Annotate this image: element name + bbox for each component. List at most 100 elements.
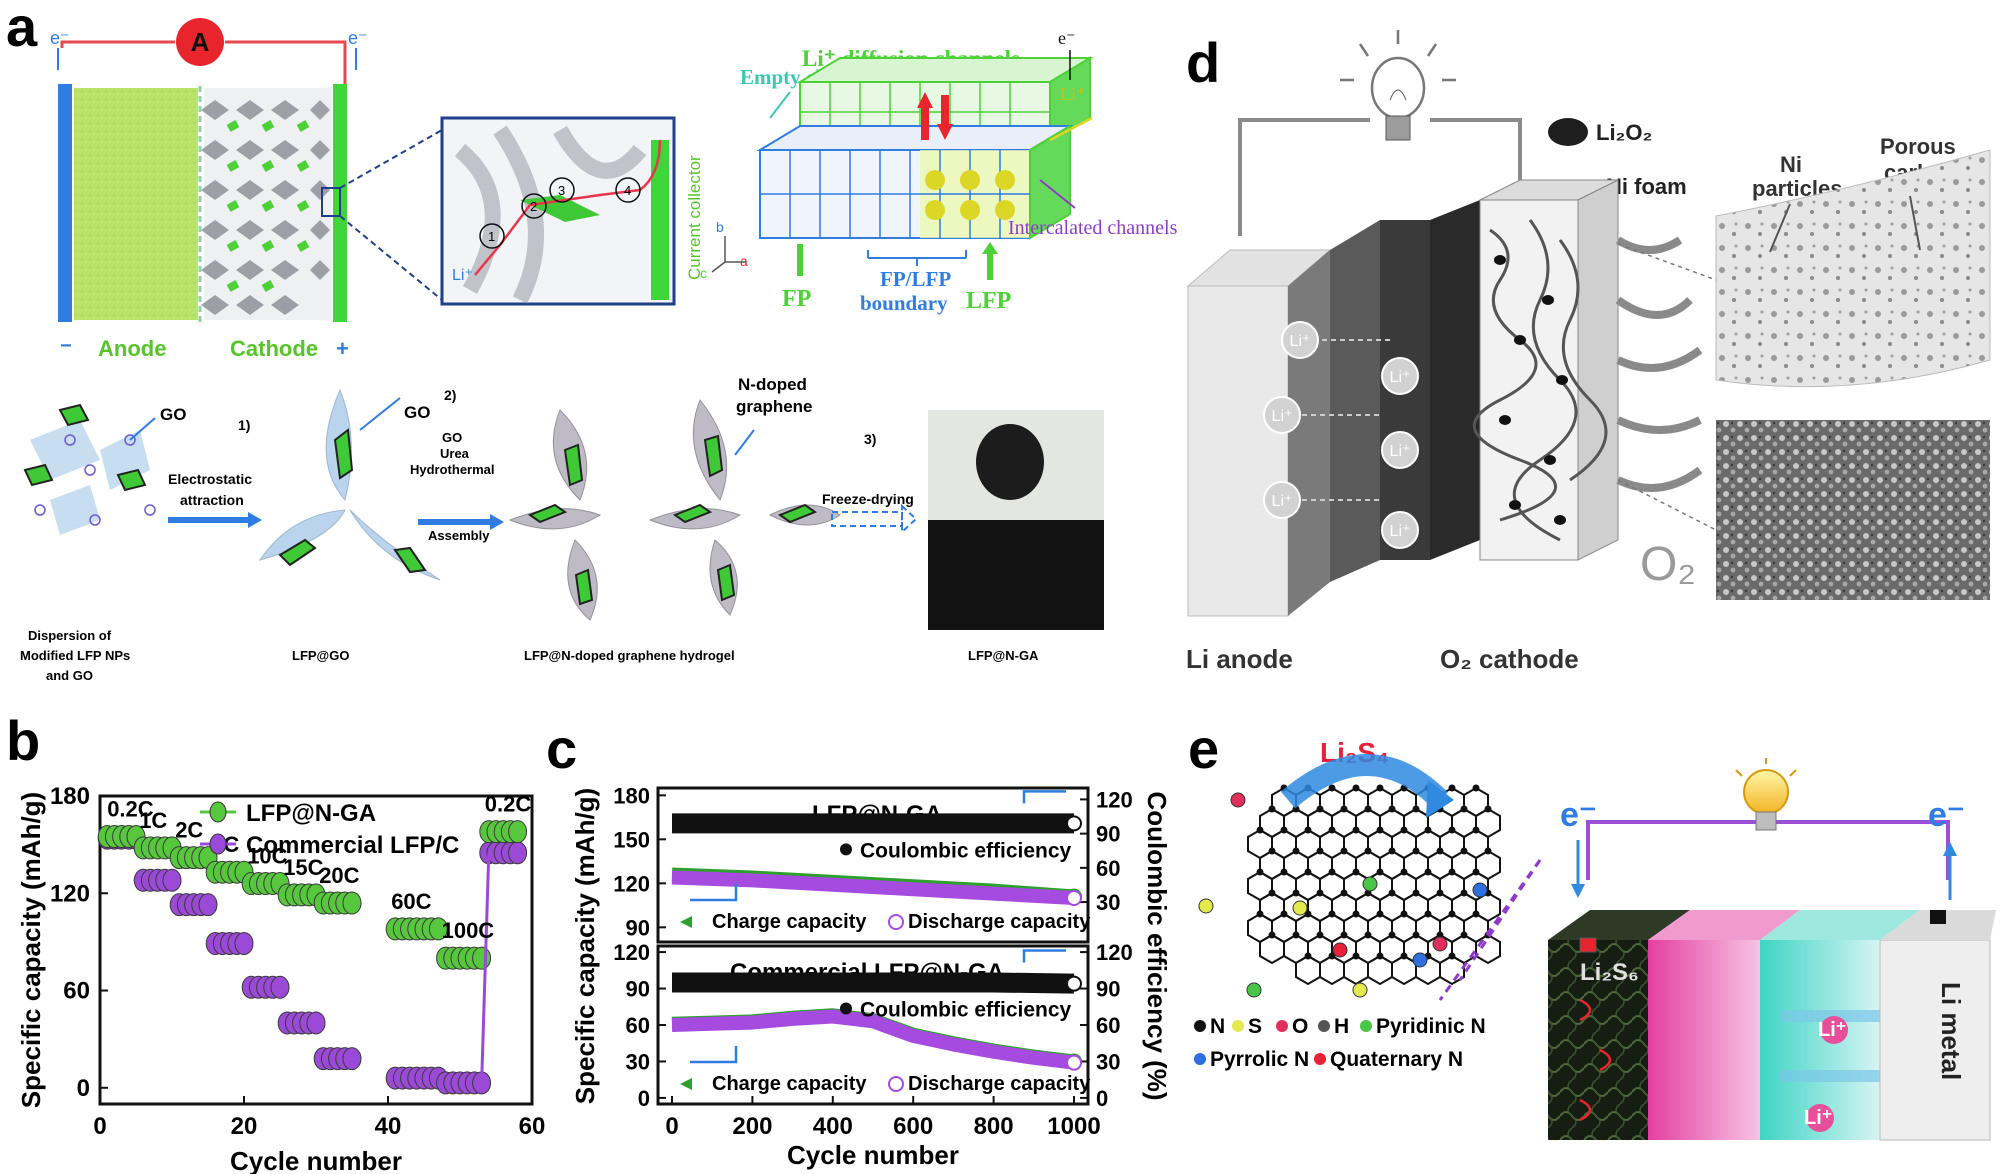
anode-collector: [58, 84, 72, 322]
graphene-atom: [1472, 868, 1480, 876]
chart-c-xlabel: Cycle number: [787, 1140, 959, 1170]
ammeter-label: A: [191, 27, 210, 57]
ni-foam-label: Ni foam: [1606, 174, 1687, 199]
graphene-atom: [1376, 868, 1384, 876]
zoom-step-3-label: 3: [558, 183, 565, 198]
chart-b-legend-label: Commercial LFP/C: [246, 832, 459, 859]
d-cell-block: [1186, 179, 1619, 617]
panel-c-letter: c: [546, 717, 577, 780]
e-light-bulb-icon: [1735, 758, 1797, 831]
graphene-hexagon: [1391, 954, 1417, 986]
chart-b-rate-label: 10C: [247, 844, 287, 869]
o2-cathode-label: O₂ cathode: [1440, 644, 1579, 674]
chart-b-xtick-label: 40: [375, 1113, 402, 1140]
chart-c-discharge-label: Discharge capacity: [908, 911, 1091, 933]
graphene-atom: [1340, 889, 1348, 897]
chart-b-point: [306, 1011, 326, 1035]
chart-c-ytick-label: 30: [626, 1049, 650, 1074]
chart-b-ylabel: Specific capacity (mAh/g): [16, 792, 46, 1108]
graphene-hexagon: [1319, 954, 1345, 986]
e-legend-swatch: [1232, 1020, 1244, 1032]
axis-b: b: [716, 219, 724, 235]
electron-left: e⁻: [50, 28, 70, 48]
graphene-lattice: [1198, 784, 1501, 998]
chart-b-rate-label: 2C: [175, 818, 203, 843]
graphene-atom: [1280, 868, 1288, 876]
chart-c-ytick-label: 120: [613, 940, 650, 965]
anode-block: [74, 88, 198, 320]
zoom-current-collector: [651, 140, 669, 300]
ammeter-symbol: [176, 18, 224, 66]
chart-c-y2label: Coulombic efficiency (%): [1142, 791, 1172, 1100]
graphene-atom: [1376, 910, 1384, 918]
caption-dispersion-1: Dispersion of: [28, 628, 112, 643]
e-electron-right: e⁻: [1928, 796, 1965, 834]
graphene-atom: [1340, 931, 1348, 939]
chart-b-point: [472, 946, 492, 970]
li2s4-arrowhead: [1426, 780, 1454, 818]
porous-carbon-1: Porous: [1880, 134, 1956, 159]
graphene-hexagon: [1295, 954, 1321, 986]
li-metal-label: Li metal: [1936, 982, 1966, 1080]
graphene-atom: [1292, 847, 1300, 855]
graphene-atom: [1460, 889, 1468, 897]
panel-a: a A e⁻ e⁻: [6, 0, 1178, 683]
graphene-hexagon: [1259, 933, 1285, 965]
graphene-dopant: [1292, 900, 1308, 916]
chart-c-series-line: [671, 870, 1075, 905]
lfp-label: LFP: [966, 288, 1011, 314]
electrostatic-1: Electrostatic: [168, 471, 252, 487]
caption-hydrogel: LFP@N-doped graphene hydrogel: [524, 648, 735, 663]
graphene-atom: [1256, 826, 1264, 834]
go2-arrow: [359, 397, 401, 431]
graphene-atom: [1436, 847, 1444, 855]
dispersion-illustration: [23, 403, 156, 535]
fp-label: FP: [782, 286, 811, 312]
chart-c-discharge-label: Discharge capacity: [908, 1073, 1091, 1095]
graphene-dopant: [1432, 936, 1448, 952]
chart-b-point: [162, 868, 182, 892]
graphene-atom: [1328, 910, 1336, 918]
chart-c-y2tick-label: 0: [1096, 1086, 1108, 1111]
e-battery: [1548, 908, 1996, 1141]
e-polysulfide-arrows: [1579, 998, 1612, 1122]
graphene-atom: [1316, 847, 1324, 855]
e-legend-swatch: [1314, 1053, 1326, 1065]
graphene-atom: [1424, 868, 1432, 876]
lfp-arrowhead: [982, 242, 998, 254]
graphene-atom: [1400, 910, 1408, 918]
chart-b-ytick-label: 120: [50, 880, 90, 907]
svg-text:Li⁺: Li⁺: [1272, 493, 1293, 510]
graphene-atom: [1328, 952, 1336, 960]
graphene-atom: [1484, 847, 1492, 855]
chart-c-ytick-label: 150: [613, 827, 650, 852]
chart-c-y2tick-label: 60: [1096, 856, 1120, 881]
graphene-atom: [1484, 805, 1492, 813]
e-legend-swatch: [1318, 1020, 1330, 1032]
chart-b-rate-label: 15C: [283, 855, 323, 880]
chart-c-end-marker: [1066, 975, 1082, 992]
graphene-atom: [1448, 868, 1456, 876]
e-legend-label: S: [1248, 1015, 1262, 1038]
intercalated-label: Intercalated channels: [1008, 217, 1178, 239]
cathode-plus: +: [336, 336, 349, 361]
chart-b-legend-marker: [209, 833, 227, 855]
zoom-step-1: [479, 223, 505, 249]
e-legend-swatch: [1276, 1020, 1288, 1032]
d-ion-paths: [1302, 339, 1390, 501]
graphene-hexagon: [1439, 954, 1465, 986]
li-arrow-down: [937, 124, 953, 140]
svg-text:Li⁺: Li⁺: [1390, 523, 1411, 540]
chart-b-rate-label: 60C: [391, 889, 431, 914]
panel-b-letter: b: [6, 709, 40, 772]
graphene-atom: [1280, 826, 1288, 834]
graphene-atom: [1424, 910, 1432, 918]
step2-arrowhead: [490, 514, 504, 530]
hydro-4: Assembly: [428, 528, 490, 543]
step1-label: 1): [238, 417, 250, 433]
zoom-step-4-label: 4: [624, 183, 631, 198]
graphene-atom: [1412, 847, 1420, 855]
